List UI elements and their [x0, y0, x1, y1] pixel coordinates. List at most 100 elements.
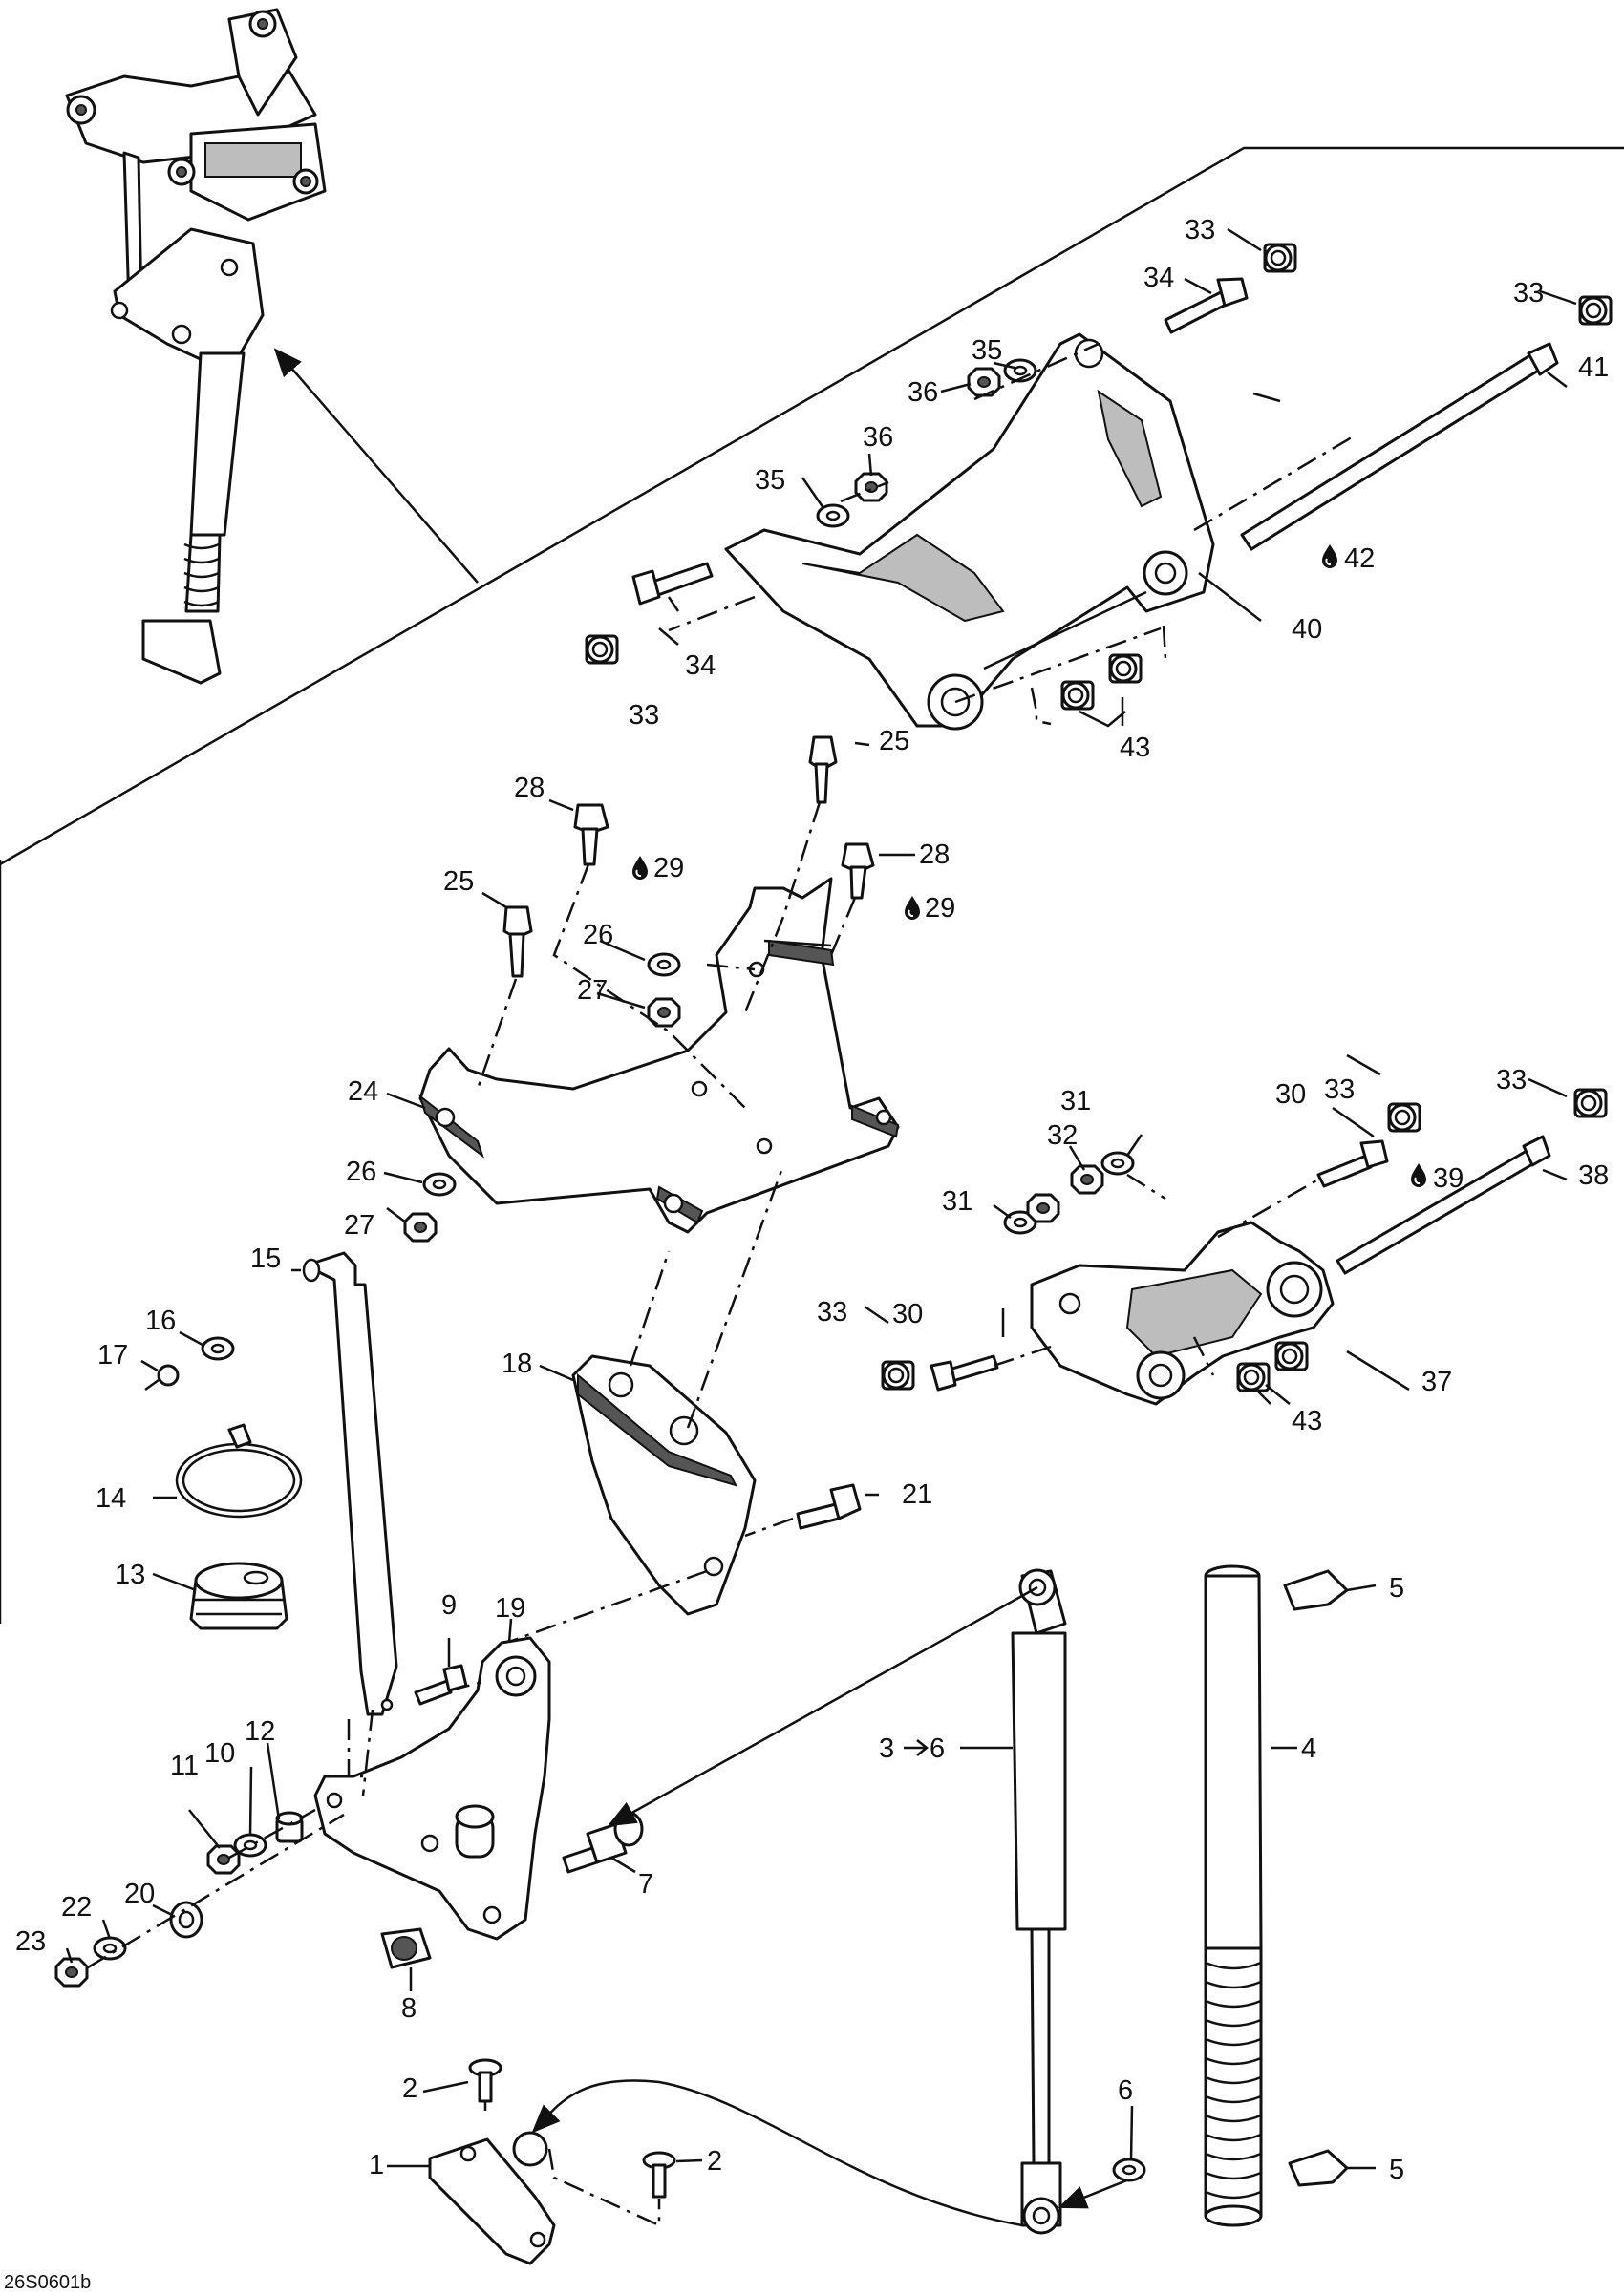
bushing-33e [1573, 1088, 1608, 1118]
bushing-33d [1387, 1102, 1421, 1133]
callout-11: 11 [170, 1751, 199, 1781]
bushings-43-upper [1060, 653, 1143, 711]
callout-9: 9 [441, 1590, 457, 1621]
callout-2: 2 [402, 2073, 417, 2104]
callout-35: 35 [972, 335, 1002, 366]
bolt-30-left [930, 1354, 999, 1392]
callout-18: 18 [502, 1349, 532, 1379]
clamp-5-top [1283, 1569, 1349, 1611]
washer-26-top [647, 952, 681, 977]
callout-37: 37 [1421, 1367, 1452, 1397]
bolt-30-top [1316, 1139, 1389, 1188]
clamp-5-bottom [1288, 2149, 1349, 2187]
bushings-43-lower [1236, 1341, 1309, 1392]
callout-27: 27 [344, 1210, 374, 1241]
ball-stud-7 [562, 1811, 644, 1874]
oil-drop-icon [631, 855, 649, 881]
callout-17: 17 [97, 1340, 128, 1371]
nut-36b [854, 472, 888, 502]
callout-13: 13 [115, 1560, 145, 1590]
bellows-4 [1204, 1564, 1263, 2227]
bolt-28-left [573, 803, 609, 866]
cap-13 [189, 1562, 288, 1630]
nut-32b [1026, 1193, 1060, 1223]
callout-27: 27 [577, 975, 608, 1006]
assembly-overview-inset [65, 8, 327, 685]
nut-36a [967, 367, 1001, 397]
callout-14: 14 [96, 1483, 126, 1514]
bracket-18 [571, 1354, 757, 1616]
callout-24: 24 [348, 1076, 378, 1107]
callout-7: 7 [638, 1869, 653, 1900]
callout-1: 1 [369, 2150, 384, 2180]
bushing-33c [585, 634, 619, 665]
mount-bracket-1 [428, 2131, 556, 2265]
callout-4: 4 [1301, 1733, 1316, 1764]
callout-25: 25 [879, 726, 909, 756]
link-arrow-spring-stud [607, 1585, 1038, 1827]
callout-6: 6 [1118, 2075, 1133, 2106]
callout-33: 33 [629, 700, 659, 731]
callout-33: 33 [817, 1297, 847, 1328]
callout-39: 39 [1433, 1163, 1464, 1194]
callout-42: 42 [1344, 543, 1375, 574]
callout-2: 2 [707, 2146, 722, 2177]
spacer-12 [275, 1811, 304, 1843]
callout-43: 43 [1120, 733, 1150, 763]
nut-11 [206, 1844, 241, 1875]
bushing-33a [1263, 243, 1297, 273]
callout-labels: 1 2 2 3 6 4 5 5 6 7 8 9 10 11 12 13 14 1… [4, 215, 1609, 2293]
rivet-2-top [468, 2058, 502, 2103]
clip-17 [144, 1364, 180, 1392]
oil-drop-icon [904, 895, 921, 921]
bushing-33f [881, 1360, 915, 1391]
link-37 [1030, 1221, 1335, 1406]
callout-25: 25 [443, 866, 474, 897]
callout-21: 21 [902, 1479, 932, 1510]
callout-8: 8 [401, 1993, 417, 2024]
callout-6: 6 [930, 1733, 945, 1764]
callout-28: 28 [514, 773, 545, 803]
nut-8 [380, 1927, 432, 1969]
bolt-34-left [631, 562, 714, 606]
callout-10: 10 [204, 1738, 235, 1769]
rivet-2-bottom [642, 2151, 676, 2199]
bolt-25-top [808, 735, 838, 804]
callout-32: 32 [1047, 1120, 1078, 1151]
inset-pointer-arrow [273, 348, 479, 584]
callout-43: 43 [1292, 1406, 1322, 1436]
callout-31: 31 [1060, 1086, 1091, 1116]
callout-22: 22 [61, 1892, 92, 1923]
washer-16 [201, 1336, 235, 1361]
callout-23: 23 [15, 1926, 46, 1957]
callout-26: 26 [346, 1157, 376, 1187]
gas-spring-3 [1011, 1568, 1067, 2235]
washer-6 [1112, 2158, 1146, 2182]
bolt-28-right [841, 842, 875, 900]
link-arrow-washer [1058, 2178, 1130, 2209]
callout-33: 33 [1496, 1065, 1527, 1095]
callout-41: 41 [1578, 352, 1609, 383]
callout-36: 36 [908, 377, 938, 408]
link-arrow-spring-mount [531, 2079, 1023, 2227]
frame-top-edge [0, 146, 1624, 866]
nut-23 [54, 1957, 89, 1988]
nut-27-bottom [403, 1212, 438, 1243]
callout-5: 5 [1389, 2155, 1404, 2185]
shaft-41 [1240, 342, 1559, 551]
callout-28: 28 [919, 840, 950, 870]
right-arrow-icon [904, 1739, 930, 1756]
callout-20: 20 [124, 1879, 155, 1909]
callout-35: 35 [755, 465, 785, 496]
oil-drop-icon [1321, 543, 1338, 569]
bracket-19 [313, 1636, 551, 1941]
callout-5: 5 [1389, 1573, 1404, 1604]
bolt-9 [414, 1664, 468, 1706]
callout-36: 36 [863, 422, 893, 453]
washer-22 [93, 1936, 127, 1961]
oil-drop-icon [1410, 1162, 1427, 1188]
callout-34: 34 [1143, 263, 1174, 293]
callout-33: 33 [1185, 215, 1215, 245]
clamp-14 [175, 1423, 303, 1519]
